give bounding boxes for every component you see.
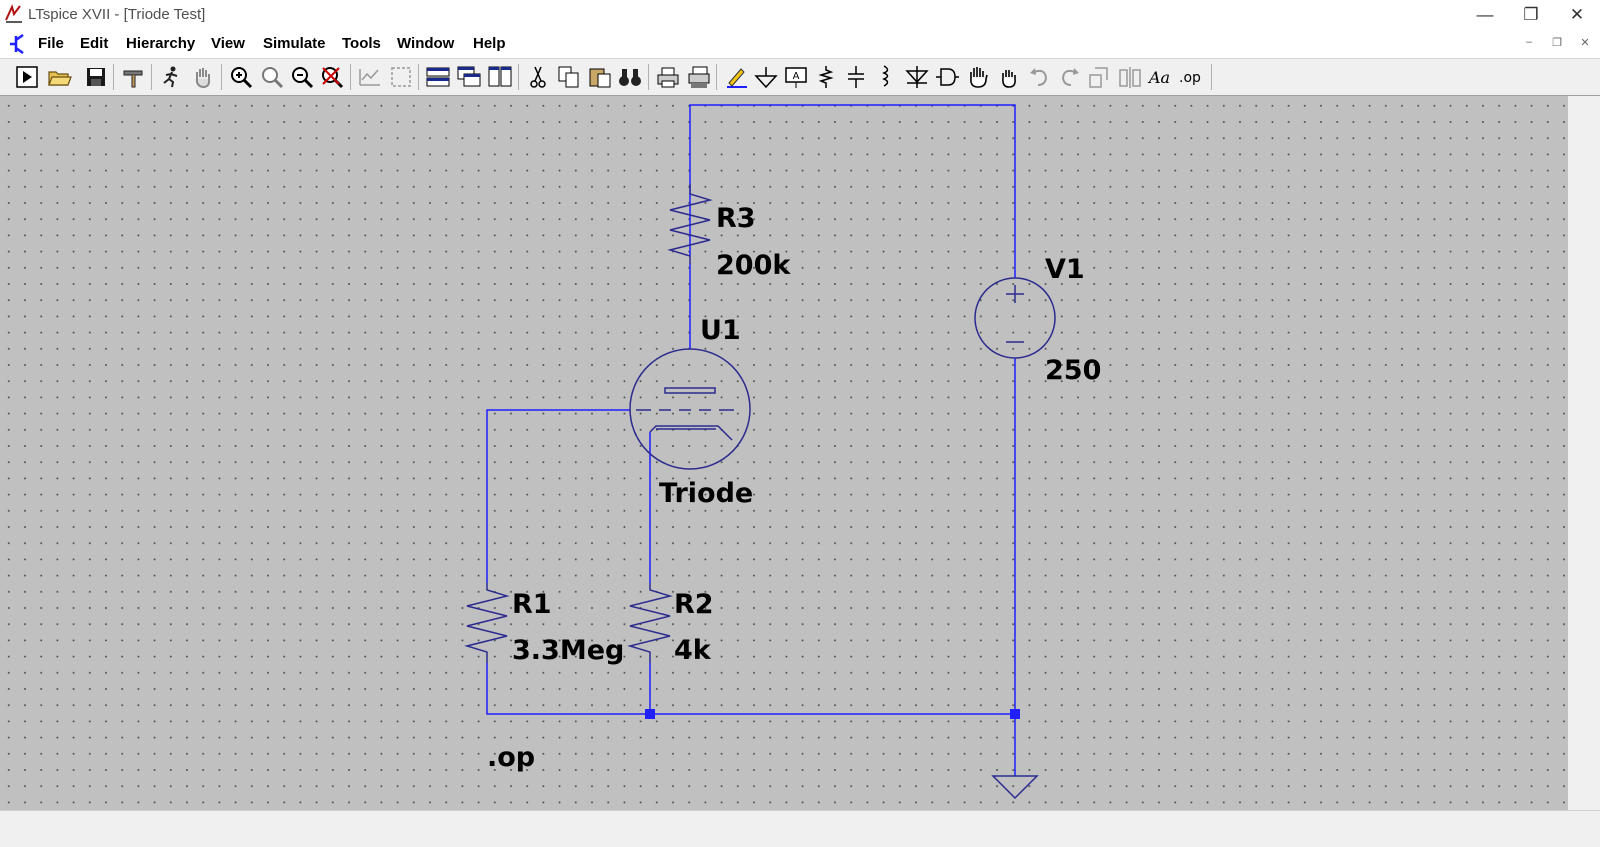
copy-icon[interactable] bbox=[556, 64, 582, 90]
menu-tools[interactable]: Tools bbox=[342, 35, 381, 52]
minimize-button[interactable]: — bbox=[1462, 0, 1508, 30]
print-setup-icon[interactable] bbox=[686, 64, 712, 90]
v1-value-label[interactable]: 250 bbox=[1045, 355, 1101, 386]
text-icon[interactable]: Aa bbox=[1147, 64, 1173, 90]
zoom-cancel-icon[interactable] bbox=[319, 64, 345, 90]
u1-value-label[interactable]: Triode bbox=[659, 478, 753, 509]
wire-icon[interactable] bbox=[724, 64, 750, 90]
mdi-restore-button[interactable]: ❐ bbox=[1552, 37, 1562, 49]
window-title: LTspice XVII - [Triode Test] bbox=[28, 6, 206, 23]
resistor-r3[interactable] bbox=[667, 184, 713, 264]
svg-text:A: A bbox=[793, 71, 800, 82]
menu-file[interactable]: File bbox=[38, 35, 64, 52]
wires[interactable] bbox=[486, 104, 1016, 776]
toolbar-separator bbox=[151, 64, 152, 90]
cut-icon[interactable] bbox=[525, 64, 551, 90]
menu-hierarchy[interactable]: Hierarchy bbox=[126, 35, 196, 52]
minimize-icon: — bbox=[1476, 5, 1494, 24]
text-icon-label: Aa bbox=[1147, 68, 1170, 87]
move-icon[interactable] bbox=[965, 64, 991, 90]
resistor-icon[interactable] bbox=[813, 64, 839, 90]
zoom-area-icon[interactable] bbox=[388, 64, 414, 90]
control-panel-icon[interactable] bbox=[120, 64, 146, 90]
close-button[interactable]: ✕ bbox=[1554, 0, 1600, 30]
open-icon[interactable] bbox=[46, 64, 72, 90]
junction-dot bbox=[645, 709, 655, 719]
schematic-doc-icon[interactable] bbox=[6, 32, 28, 56]
diode-icon[interactable] bbox=[904, 64, 930, 90]
cascade-icon[interactable] bbox=[456, 64, 482, 90]
mdi-close-button[interactable]: ✕ bbox=[1580, 37, 1590, 49]
toolbar-separator bbox=[350, 64, 351, 90]
r1-name-label[interactable]: R1 bbox=[512, 589, 552, 620]
toolbar-separator bbox=[1211, 64, 1212, 90]
toolbar-separator bbox=[648, 64, 649, 90]
r3-value-label[interactable]: 200k bbox=[716, 250, 791, 281]
ground-symbol[interactable] bbox=[991, 775, 1039, 800]
voltage-source-v1[interactable] bbox=[974, 277, 1056, 359]
zoom-in-icon[interactable] bbox=[228, 64, 254, 90]
restore-button[interactable]: ❐ bbox=[1508, 0, 1554, 30]
toolbar-separator bbox=[518, 64, 519, 90]
capacitor-icon[interactable] bbox=[843, 64, 869, 90]
toolbar-separator bbox=[716, 64, 717, 90]
wire-grid-r1 bbox=[486, 409, 630, 583]
run-icon[interactable] bbox=[14, 64, 40, 90]
v1-name-label[interactable]: V1 bbox=[1045, 254, 1085, 285]
zoom-out-icon[interactable] bbox=[289, 64, 315, 90]
canvas-right-margin bbox=[1568, 96, 1600, 810]
toolbar-separator bbox=[221, 64, 222, 90]
restore-icon: ❐ bbox=[1523, 5, 1539, 24]
toolbar-separator bbox=[418, 64, 419, 90]
grid-dots bbox=[0, 96, 1568, 810]
tile-vertical-icon[interactable] bbox=[487, 64, 513, 90]
find-icon[interactable] bbox=[617, 64, 643, 90]
resistor-r2[interactable] bbox=[627, 583, 673, 663]
autorange-icon[interactable] bbox=[357, 64, 383, 90]
schematic-canvas[interactable]: R3 200k U1 Triode V1 250 R1 3.3Meg R2 4k… bbox=[0, 96, 1568, 810]
triode-u1[interactable] bbox=[629, 348, 751, 470]
undo-icon[interactable] bbox=[1026, 64, 1052, 90]
menu-window[interactable]: Window bbox=[397, 35, 455, 52]
redo-icon[interactable] bbox=[1057, 64, 1083, 90]
close-icon: ✕ bbox=[1569, 5, 1585, 24]
title-bar: LTspice XVII - [Triode Test] — ❐ ✕ bbox=[0, 0, 1600, 30]
r2-name-label[interactable]: R2 bbox=[674, 589, 714, 620]
tile-horizontal-icon[interactable] bbox=[425, 64, 451, 90]
resistor-r1[interactable] bbox=[464, 583, 510, 663]
ground-icon[interactable] bbox=[753, 64, 779, 90]
menu-bar: File Edit Hierarchy View Simulate Tools … bbox=[0, 30, 1600, 59]
menu-view[interactable]: View bbox=[211, 35, 245, 52]
pan-icon[interactable] bbox=[190, 64, 216, 90]
u1-name-label[interactable]: U1 bbox=[700, 315, 741, 346]
menu-edit[interactable]: Edit bbox=[80, 35, 109, 52]
junction-dot bbox=[1010, 709, 1020, 719]
r3-name-label[interactable]: R3 bbox=[716, 203, 756, 234]
status-bar bbox=[0, 810, 1600, 847]
spice-directive-label: .op bbox=[1179, 70, 1201, 86]
menu-simulate[interactable]: Simulate bbox=[263, 35, 326, 52]
r1-value-label[interactable]: 3.3Meg bbox=[512, 635, 624, 666]
zoom-fit-icon[interactable] bbox=[259, 64, 285, 90]
component-icon[interactable] bbox=[934, 64, 960, 90]
inductor-icon[interactable] bbox=[873, 64, 899, 90]
paste-icon[interactable] bbox=[587, 64, 613, 90]
mirror-icon[interactable] bbox=[1117, 64, 1143, 90]
print-icon[interactable] bbox=[655, 64, 681, 90]
halt-icon[interactable] bbox=[158, 64, 184, 90]
toolbar-separator bbox=[113, 64, 114, 90]
label-net-icon[interactable]: A bbox=[783, 64, 809, 90]
wire-top bbox=[689, 104, 1016, 278]
r2-value-label[interactable]: 4k bbox=[674, 635, 712, 666]
rotate-icon[interactable] bbox=[1087, 64, 1113, 90]
menu-help[interactable]: Help bbox=[473, 35, 506, 52]
drag-icon[interactable] bbox=[995, 64, 1021, 90]
toolbar: A Aa .op bbox=[0, 59, 1600, 96]
save-icon[interactable] bbox=[83, 64, 109, 90]
mdi-minimize-button[interactable]: – bbox=[1525, 36, 1533, 48]
spice-directive-op[interactable]: .op bbox=[487, 742, 535, 773]
ltspice-app-icon[interactable] bbox=[4, 4, 24, 24]
spice-directive-icon[interactable]: .op bbox=[1178, 64, 1204, 90]
wire-bottom bbox=[486, 663, 1015, 715]
